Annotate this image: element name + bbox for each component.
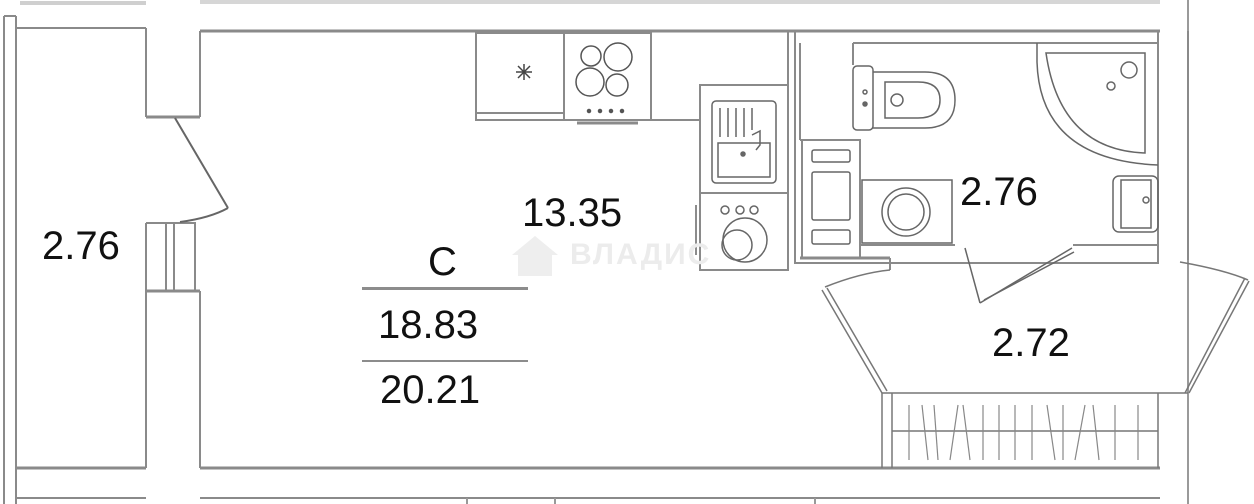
bottom-window [466,498,816,504]
summary-divider-top [362,287,528,290]
room-area-storage: 2.76 [42,224,120,268]
summary-divider-bottom [362,360,528,362]
total-area: 20.21 [380,368,481,412]
radiator-icon [908,404,1139,461]
cooktop-icon [575,42,633,114]
sink-icon [711,100,777,184]
bathroom-door [964,247,1075,304]
kitchen-counter-top [475,31,789,271]
toilet-icon [852,65,956,131]
room-area-bathroom: 2.76 [960,170,1038,214]
apartment-type: С [428,240,457,284]
storage-room-walls [16,222,1160,499]
room-area-kitchen: 13.35 [522,191,623,235]
shower-icon [1036,43,1159,166]
bathroom-walls [794,30,1189,270]
watermark-text: ВЛАДИС [570,238,712,271]
watermark-logo-icon [512,236,558,276]
dishwasher-icon [695,205,768,263]
fridge-icon [516,64,532,80]
living-area: 18.83 [378,303,479,347]
washing-machine-icon [861,179,953,244]
loggia-frame [821,261,1250,468]
room-area-loggia: 2.72 [992,321,1070,365]
washbasin-icon [1112,175,1159,233]
boiler-cabinet-icon [811,149,851,245]
entry-door [174,117,229,223]
